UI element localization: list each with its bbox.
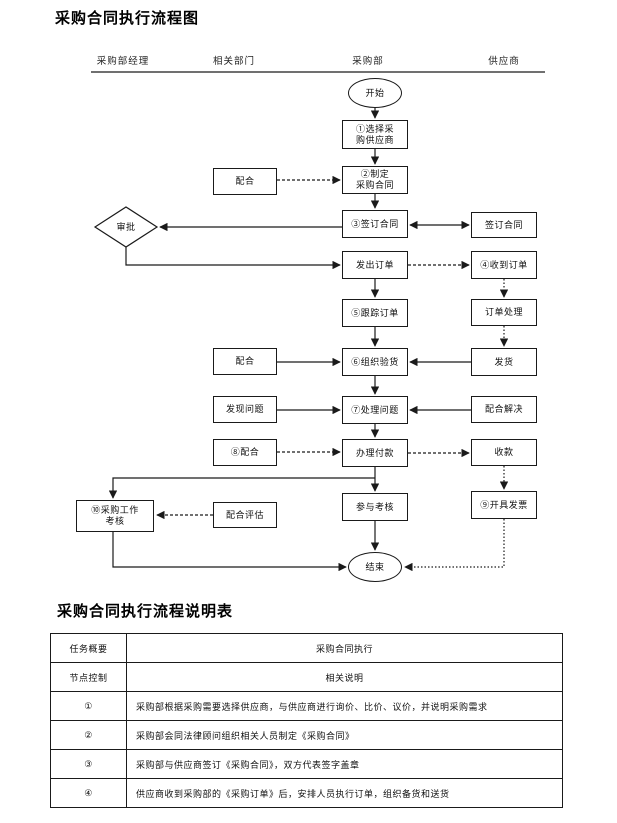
table-row: 任务概要 采购合同执行 [50,633,563,663]
flow-node-collect-payment: 收款 [471,439,537,466]
flow-node-join-assessment: 参与考核 [342,493,408,521]
row-value: 供应商收到采购部的《采购订单》后，安排人员执行订单，组织备货和送货 [126,778,563,808]
table-row: ④ 供应商收到采购部的《采购订单》后，安排人员执行订单，组织备货和送货 [50,778,563,808]
table-row: ③ 采购部与供应商签订《采购合同》，双方代表签字盖章 [50,749,563,779]
flow-node-supplier-sign: 签订合同 [471,212,537,238]
row-key: 节点控制 [50,662,127,692]
flow-node-work-assessment: ⑩采购工作 考核 [76,500,154,532]
row-value: 相关说明 [126,662,563,692]
flow-node-issue-invoice: ⑨开具发票 [471,491,537,519]
lane-header-purchasing-manager: 采购部经理 [96,56,150,67]
row-key: ① [50,691,127,721]
flowchart-title: 采购合同执行流程图 [55,10,200,27]
flow-node-cooperate-pay: ⑧配合 [213,439,277,466]
flow-node-draft-contract: ②制定 采购合同 [342,166,408,194]
flow-node-ship-goods: 发货 [471,348,537,376]
flow-node-end: 结束 [348,552,402,582]
flow-node-cooperate-solve: 配合解决 [471,396,537,423]
lane-header-related-departments: 相关部门 [212,56,255,67]
table-row: 节点控制 相关说明 [50,662,563,692]
flow-node-receive-order: ④收到订单 [471,251,537,279]
table-row: ② 采购部会同法律顾问组织相关人员制定《采购合同》 [50,720,563,750]
row-key: ② [50,720,127,750]
flowchart-connectors [91,71,545,572]
flow-node-find-problem: 发现问题 [213,396,277,423]
row-value: 采购部与供应商签订《采购合同》，双方代表签字盖章 [126,749,563,779]
row-value: 采购合同执行 [126,633,563,663]
row-key: 任务概要 [50,633,127,663]
flow-node-issue-order: 发出订单 [342,251,408,279]
flow-node-track-order: ⑤跟踪订单 [342,299,408,327]
row-value: 采购部会同法律顾问组织相关人员制定《采购合同》 [126,720,563,750]
flow-node-cooperate-eval: 配合评估 [213,502,277,528]
flow-node-cooperate-draft: 配合 [213,168,277,195]
row-value: 采购部根据采购需要选择供应商，与供应商进行询价、比价、议价，并说明采购需求 [126,691,563,721]
flow-node-order-process: 订单处理 [471,299,537,326]
flow-node-handle-problem: ⑦处理问题 [342,396,408,424]
flow-node-pay: 办理付款 [342,439,408,467]
flow-node-start: 开始 [348,78,402,108]
flow-node-cooperate-inspect: 配合 [213,348,277,375]
table-row: ① 采购部根据采购需要选择供应商，与供应商进行询价、比价、议价，并说明采购需求 [50,691,563,721]
flow-node-organize-inspection: ⑥组织验货 [342,348,408,376]
flow-node-select-supplier: ①选择采 购供应商 [342,120,408,149]
lane-header-supplier: 供应商 [488,56,520,67]
flow-node-sign-contract: ③签订合同 [342,210,408,238]
row-key: ④ [50,778,127,808]
process-description-table: 任务概要 采购合同执行 节点控制 相关说明 ① 采购部根据采购需要选择供应商，与… [50,633,563,808]
lane-header-purchasing-dept: 采购部 [352,56,384,67]
flow-node-approve: 审批 [116,221,136,232]
row-key: ③ [50,749,127,779]
table-title: 采购合同执行流程说明表 [57,603,234,620]
